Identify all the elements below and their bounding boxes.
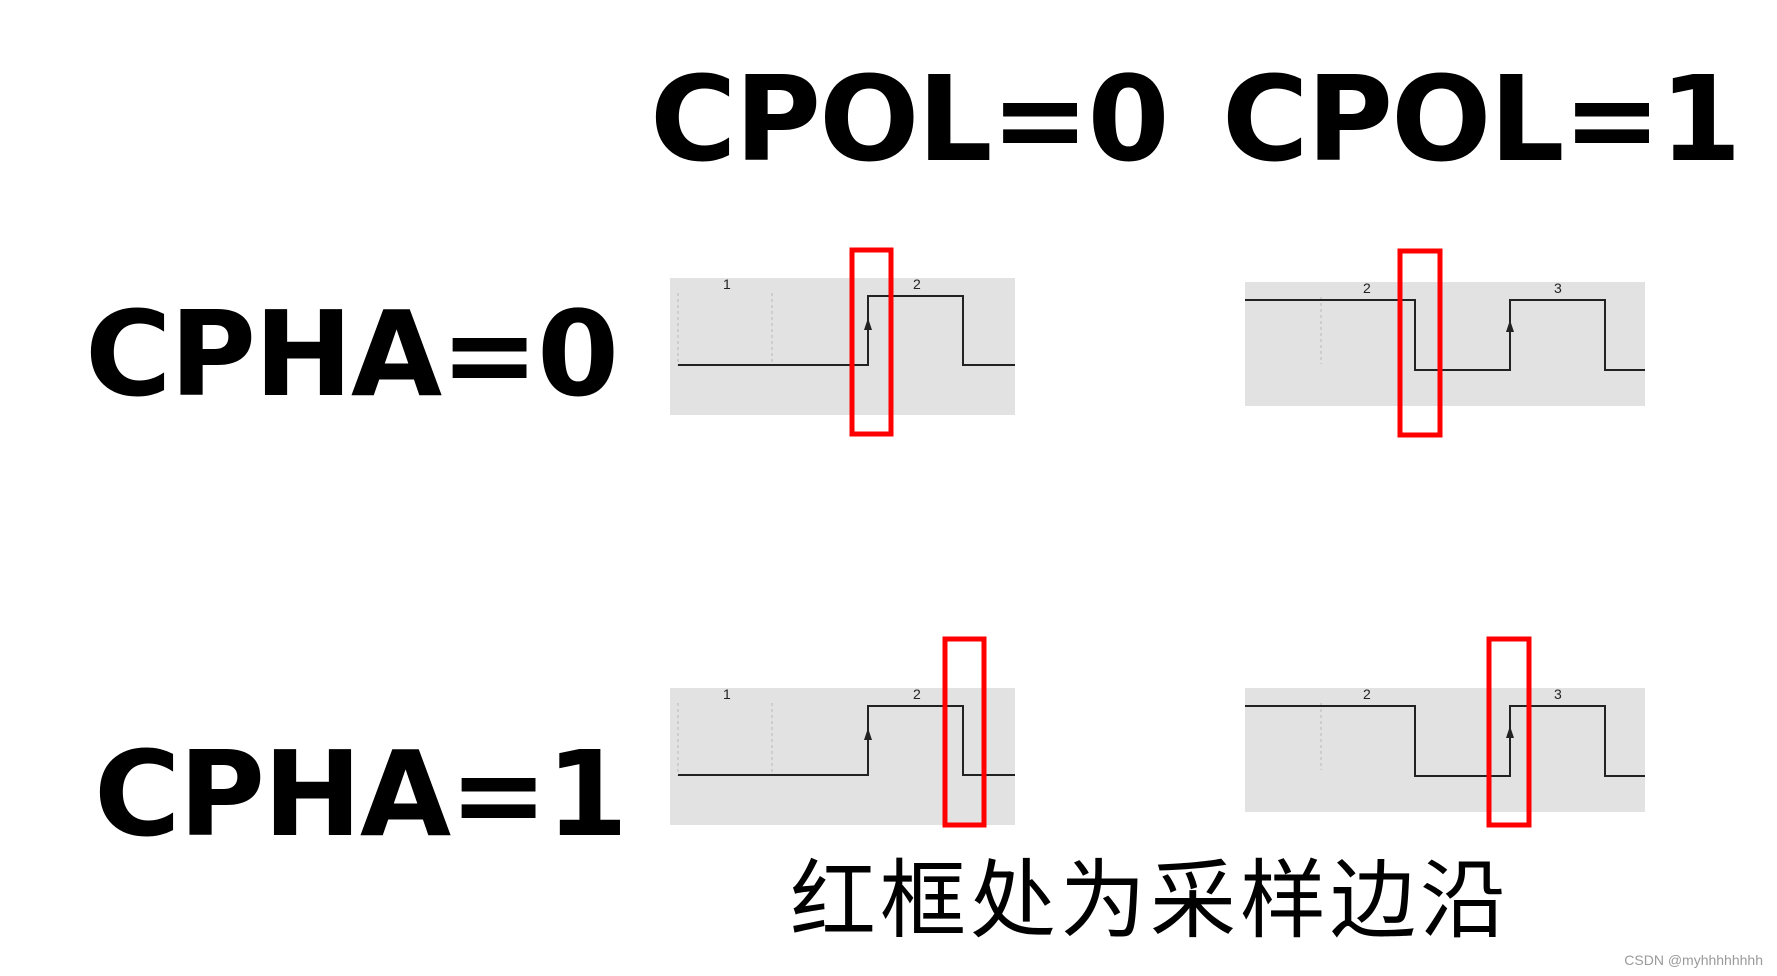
column-label-cpol-1: CPOL=1 (1222, 50, 1742, 188)
rising-edge-arrow-icon (1506, 726, 1514, 738)
panel-background (670, 688, 1015, 825)
sampling-edge-highlight (1397, 248, 1443, 438)
panel-background (1245, 688, 1645, 812)
column-label-cpol-0: CPOL=0 (650, 50, 1170, 188)
timing-panel-cpol1-cpha0: 2 3 (1245, 248, 1645, 438)
clock-signal (678, 295, 1015, 366)
timing-panel-cpol0-cpha1: 1 2 (670, 636, 1015, 828)
caption: 红框处为采样边沿 (790, 851, 1510, 951)
rising-edge-arrow-icon (1506, 320, 1514, 332)
rising-edge-arrow-icon (864, 318, 872, 330)
edge-number: 3 (1554, 686, 1562, 702)
row-label-cpha-1: CPHA=1 (94, 725, 628, 863)
edge-number: 3 (1554, 280, 1562, 296)
edge-number: 2 (1363, 686, 1371, 702)
panel-background (1245, 282, 1645, 406)
edge-number: 2 (913, 276, 921, 292)
clock-signal (1245, 299, 1645, 371)
watermark: CSDN @myhhhhhhhh (1624, 952, 1763, 968)
edge-number: 2 (913, 686, 921, 702)
sampling-edge-highlight (1486, 636, 1532, 828)
sampling-edge-highlight (849, 247, 894, 437)
edge-number: 2 (1363, 280, 1371, 296)
edge-number: 1 (723, 276, 731, 292)
edge-number: 1 (723, 686, 731, 702)
panel-background (670, 278, 1015, 415)
rising-edge-arrow-icon (864, 728, 872, 740)
row-label-cpha-0: CPHA=0 (85, 285, 619, 423)
sampling-edge-highlight (942, 636, 987, 828)
timing-panel-cpol1-cpha1: 2 3 (1245, 636, 1645, 828)
timing-panel-cpol0-cpha0: 1 2 (670, 247, 1015, 437)
clock-signal (1245, 705, 1645, 777)
clock-signal (678, 705, 1015, 776)
